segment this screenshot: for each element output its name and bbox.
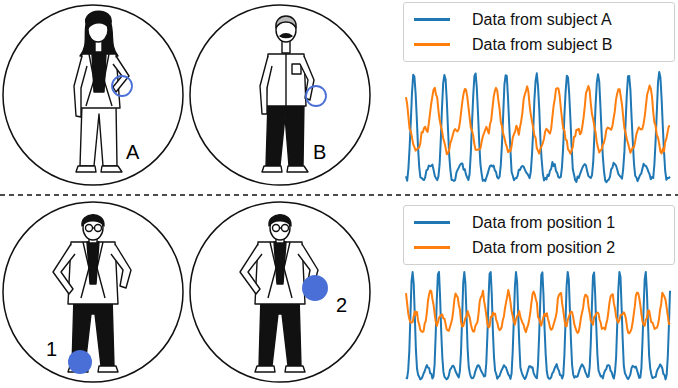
legend-label: Data from position 1 xyxy=(472,215,615,231)
legend-swatch xyxy=(414,43,450,46)
woman-figure xyxy=(74,11,129,172)
circle-outline xyxy=(189,201,371,383)
circle-outline xyxy=(2,4,184,186)
subject-label: A xyxy=(126,142,139,162)
circle-outline xyxy=(2,201,184,383)
legend-swatch xyxy=(414,221,450,224)
view-circle: 2 xyxy=(189,201,371,383)
legend-swatch xyxy=(414,246,450,249)
legend-label: Data from subject B xyxy=(472,37,613,53)
subject-label: B xyxy=(313,142,326,162)
line-chart xyxy=(406,272,670,379)
callout-number: 2 xyxy=(336,295,347,315)
line-chart xyxy=(406,72,670,182)
signal-line xyxy=(406,86,670,155)
signal-line xyxy=(406,290,670,333)
legend-box: Data from subject A Data from subject B xyxy=(403,2,675,62)
sensor-marker xyxy=(306,86,326,106)
legend-box: Data from position 1 Data from position 2 xyxy=(403,205,675,265)
sensor-dot xyxy=(302,275,328,301)
view-circle: B xyxy=(189,4,371,186)
legend-label: Data from subject A xyxy=(472,12,612,28)
circle-outline xyxy=(189,4,371,186)
legend-entry: Data from position 1 xyxy=(404,210,674,235)
legend-entry: Data from subject B xyxy=(404,32,674,57)
legend-entry: Data from subject A xyxy=(404,7,674,32)
signal-line xyxy=(406,72,670,182)
sensor-marker xyxy=(112,76,132,96)
view-circle: 1 xyxy=(2,201,184,383)
legend-label: Data from position 2 xyxy=(472,240,615,256)
legend-entry: Data from position 2 xyxy=(404,235,674,260)
view-circle: A xyxy=(2,4,184,186)
callout-number: 1 xyxy=(46,339,57,359)
legend-swatch xyxy=(414,18,450,21)
divider-line xyxy=(0,194,678,195)
person-figure xyxy=(53,215,131,372)
sensor-dot xyxy=(68,350,92,374)
signal-line xyxy=(406,272,670,379)
